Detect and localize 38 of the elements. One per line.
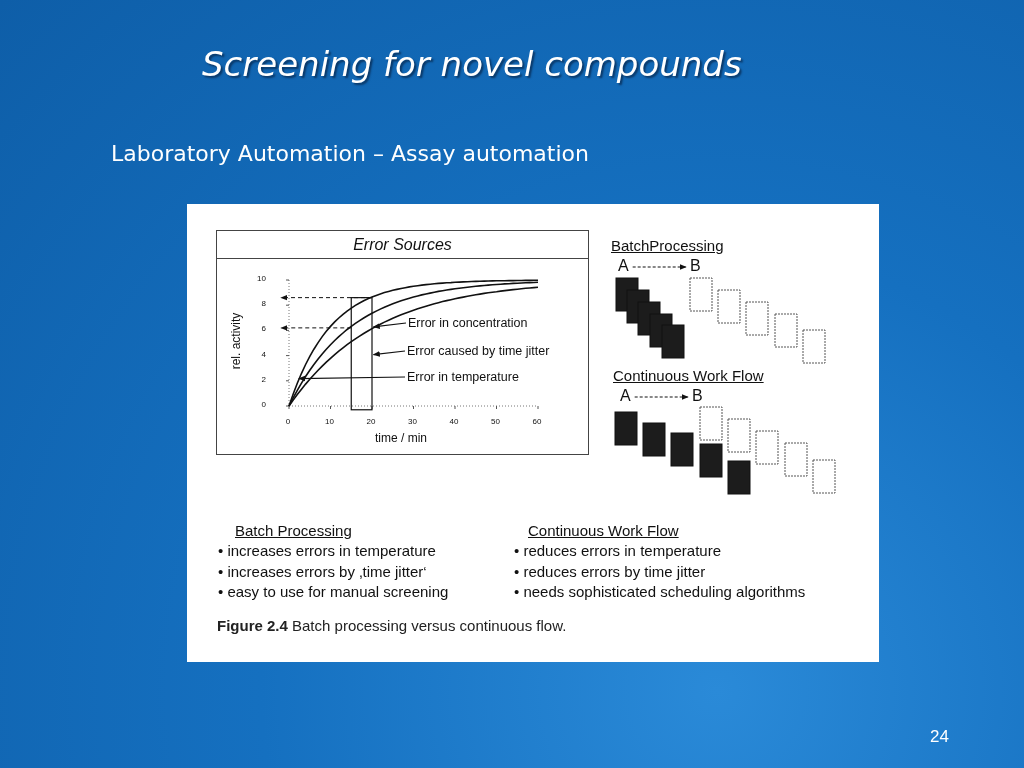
axis-tick-label: 10	[256, 274, 266, 283]
bullet-item: • increases errors in temperature	[218, 542, 436, 559]
axis-tick-label: 6	[260, 324, 266, 334]
axis-tick-label: 2	[260, 374, 266, 384]
axis-tick-label: 50	[490, 417, 501, 426]
section-heading: Continuous Work Flow	[613, 367, 764, 384]
bullet-item: • reduces errors in temperature	[514, 542, 721, 559]
axis-title: rel. activity	[229, 312, 244, 370]
axis-tick-label: 30	[407, 417, 418, 426]
chart-panel	[216, 230, 589, 455]
bullet-item: • reduces errors by time jitter	[514, 562, 706, 580]
station-letter: B	[690, 258, 701, 274]
list-heading: Batch Processing	[235, 522, 352, 539]
axis-tick-label: 60	[531, 417, 543, 426]
figure-caption: Figure 2.4 Batch processing versus continuous flow.	[217, 617, 567, 634]
list-heading: Continuous Work Flow	[528, 522, 679, 539]
slide-subtitle: Laboratory Automation – Assay automation	[111, 141, 589, 166]
panel-heading: Error Sources	[217, 231, 588, 259]
page-number: 24	[930, 727, 949, 747]
station-letter: B	[692, 388, 703, 404]
axis-tick-label: 0	[284, 417, 292, 426]
station-letter: A	[620, 388, 631, 404]
bullet-item: • easy to use for manual screening	[218, 583, 449, 600]
section-heading: BatchProcessing	[611, 237, 724, 254]
axis-tick-label: 0	[260, 400, 266, 409]
bullet-item: • increases errors by ‚time jitter‘	[218, 562, 427, 580]
axis-tick-label: 10	[324, 417, 335, 426]
slide-title: Screening for novel compounds	[202, 44, 742, 84]
annotation-text: Error in temperature	[407, 370, 519, 384]
annotation-text: Error in concentration	[408, 316, 528, 330]
bullet-item: • needs sophisticated scheduling algorithms	[514, 583, 806, 600]
axis-tick-label: 20	[365, 417, 377, 426]
station-letter: A	[618, 258, 629, 274]
axis-tick-label: 8	[260, 299, 266, 309]
axis-tick-label: 4	[260, 349, 266, 359]
annotation-text: Error caused by time jitter	[407, 344, 550, 358]
axis-tick-label: 40	[448, 417, 460, 426]
axis-title: time / min	[375, 431, 427, 445]
